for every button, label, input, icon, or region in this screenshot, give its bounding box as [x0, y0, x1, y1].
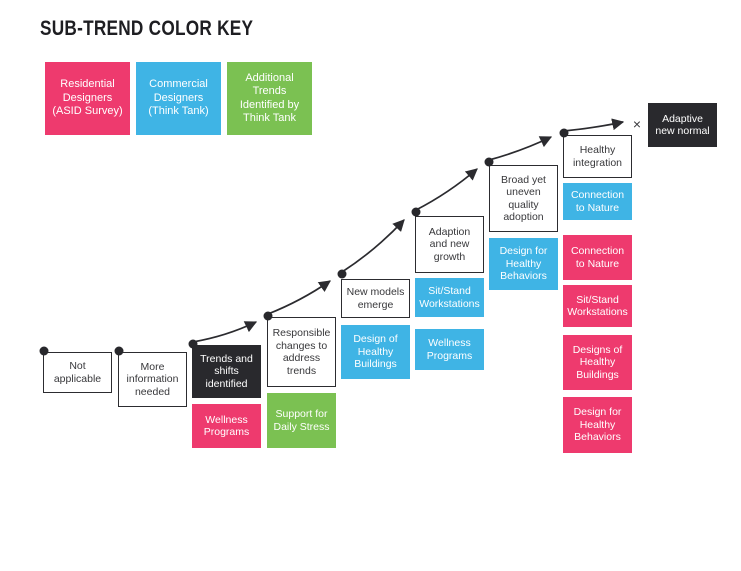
- sub-trend-wellness-programs: Wellness Programs: [192, 404, 261, 448]
- curve-arrow: [341, 219, 405, 273]
- curve-arrow: [488, 136, 553, 161]
- curve-arrow: [267, 280, 331, 315]
- stage-trends-and-shifts-identified: Trends and shifts identified: [192, 345, 261, 398]
- stage-not-applicable: Not applicable: [43, 352, 112, 393]
- legend-label: Commercial Designers (Think Tank): [148, 78, 209, 118]
- sub-trend-sit-stand-workstations: Sit/Stand Workstations: [415, 278, 484, 317]
- stage-healthy-integration: Healthy integration: [563, 135, 632, 178]
- sub-trend-design-of-healthy-buildings: Design of Healthy Buildings: [341, 325, 410, 379]
- stage-adaption-and-new-growth: Adaption and new growth: [415, 216, 484, 273]
- legend-item-residential-designers: Residential Designers (ASID Survey): [45, 62, 130, 135]
- sub-trend-designs-of-healthy-buildings: Designs of Healthy Buildings: [563, 335, 632, 390]
- stage-adaptive-new-normal: Adaptive new normal: [648, 103, 717, 147]
- stage-responsible-changes: Responsible changes to address trends: [267, 317, 336, 387]
- curve-arrow: [563, 118, 625, 132]
- legend-item-commercial-designers: Commercial Designers (Think Tank): [136, 62, 221, 135]
- stage-dot: [337, 269, 347, 279]
- page-title: SUB-TREND COLOR KEY: [40, 17, 254, 40]
- stage-broad-uneven-adoption: Broad yet uneven quality adoption: [489, 165, 558, 232]
- sub-trend-design-for-healthy-behaviors: Design for Healthy Behaviors: [563, 397, 632, 453]
- sub-trend-support-for-daily-stress: Support for Daily Stress: [267, 393, 336, 448]
- legend-item-additional-trends: Additional Trends Identified by Think Ta…: [227, 62, 312, 135]
- curve-arrow: [192, 321, 258, 343]
- end-x-marker: ×: [633, 116, 641, 132]
- sub-trend-connection-to-nature: Connection to Nature: [563, 183, 632, 220]
- stage-more-information-needed: More information needed: [118, 352, 187, 407]
- sub-trend-wellness-programs: Wellness Programs: [415, 329, 484, 370]
- curve-arrow: [415, 168, 478, 211]
- sub-trend-sit-stand-workstations: Sit/Stand Workstations: [563, 285, 632, 327]
- sub-trend-connection-to-nature: Connection to Nature: [563, 235, 632, 280]
- sub-trend-design-for-healthy-behaviors: Design for Healthy Behaviors: [489, 238, 558, 290]
- legend-label: Residential Designers (ASID Survey): [52, 78, 123, 118]
- legend-label: Additional Trends Identified by Think Ta…: [239, 71, 300, 125]
- stage-new-models-emerge: New models emerge: [341, 279, 410, 318]
